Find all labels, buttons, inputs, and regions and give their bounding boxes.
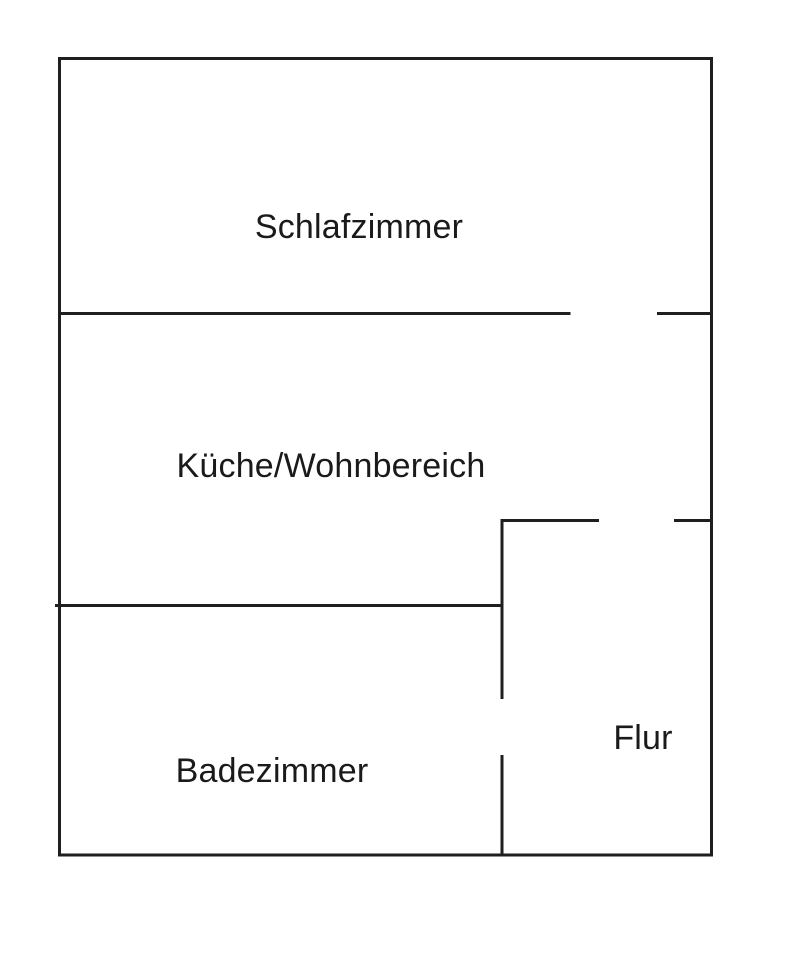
room-label-badezimmer: Badezimmer — [175, 752, 369, 790]
room-label-flur: Flur — [613, 719, 673, 757]
wall-outer — [58, 57, 713, 857]
room-label-kueche-wohnbereich: Küche/Wohnbereich — [176, 447, 486, 485]
room-label-schlafzimmer: Schlafzimmer — [254, 208, 464, 246]
